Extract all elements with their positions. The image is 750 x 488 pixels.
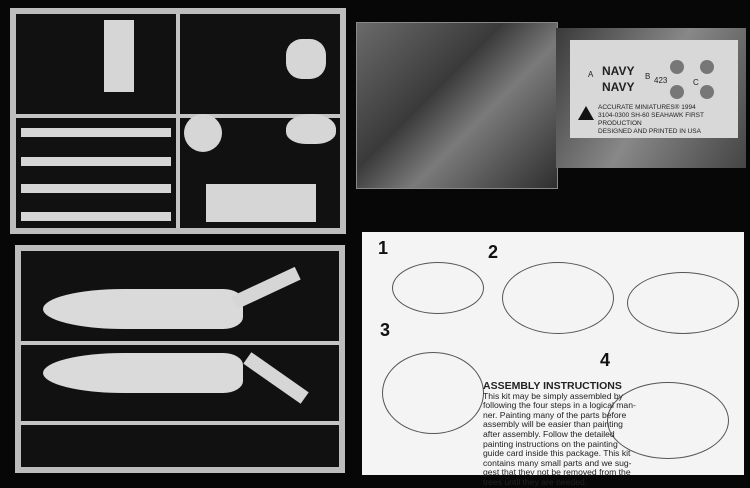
instruction-line: following the four steps in a logical ma… [483, 400, 636, 411]
assembly-drawing [382, 352, 484, 434]
decal-text: DESIGNED AND PRINTED IN USA [598, 128, 701, 135]
rotor-blade [21, 157, 171, 166]
rotor-blade [21, 128, 171, 137]
instruction-line: guide card inside this package. This kit [483, 448, 631, 459]
decal-sheet: A NAVY NAVY B 423 C ACCURATE MINIATURES®… [570, 40, 738, 138]
decal-label-b: B [645, 72, 651, 81]
fuselage-half [43, 289, 243, 329]
nose-part [286, 114, 336, 144]
assembly-drawing [627, 272, 739, 334]
tail-boom [243, 352, 309, 404]
dome-part [286, 39, 326, 79]
rotor-blade [21, 212, 171, 221]
instruction-line: contains many small parts and we sug- [483, 457, 632, 468]
decal-label-a: A [588, 70, 594, 79]
instruction-line: after assembly. Follow the detailed [483, 428, 615, 439]
instruction-line: trees until they are needed. [483, 476, 588, 487]
star-insignia-icon [670, 60, 684, 74]
step-number: 2 [488, 242, 499, 262]
clear-parts-bag [356, 22, 558, 189]
decal-label-c: C [693, 78, 699, 87]
step-number: 3 [380, 320, 391, 340]
assembly-instructions-text: ASSEMBLY INSTRUCTIONS This kit may be si… [483, 380, 643, 488]
parts-sprue-lower [15, 245, 345, 473]
step-number: 4 [600, 350, 611, 370]
number-decal: 423 [654, 76, 668, 85]
instruction-line: gest that they not be removed from the [483, 467, 631, 478]
navy-decal: NAVY [602, 64, 635, 78]
step-number: 1 [378, 238, 389, 258]
star-insignia-icon [700, 60, 714, 74]
tail-boom [231, 266, 301, 310]
assembly-drawing [392, 262, 484, 314]
star-insignia-icon [700, 85, 714, 99]
instruction-line: This kit may be simply assembled by [483, 390, 623, 401]
instruction-line: assembly will be easier than painting [483, 419, 623, 430]
instruction-line: painting instructions on the painting [483, 438, 618, 449]
instruction-line: ner. Painting many of the parts before [483, 409, 627, 420]
instructions-title: ASSEMBLY INSTRUCTIONS [483, 380, 622, 392]
parts-sprue-upper [10, 8, 346, 234]
disc-part [184, 114, 222, 152]
fuselage-half [43, 353, 243, 393]
assembly-drawing [607, 382, 729, 459]
star-insignia-icon [670, 85, 684, 99]
fuselage-panel [104, 20, 134, 92]
floor-part [206, 184, 316, 222]
decal-text: 3104-0300 SH-60 SEAHAWK FIRST PRODUCTION [598, 112, 704, 127]
rotor-blade [21, 184, 171, 193]
logo-triangle-icon [578, 106, 594, 120]
navy-decal: NAVY [602, 80, 635, 94]
decal-text: ACCURATE MINIATURES® 1994 [598, 104, 696, 111]
assembly-drawing [502, 262, 614, 334]
instruction-sheet: 1 2 3 4 ASSEMBLY INSTRUCTIONS This kit m… [362, 232, 744, 487]
